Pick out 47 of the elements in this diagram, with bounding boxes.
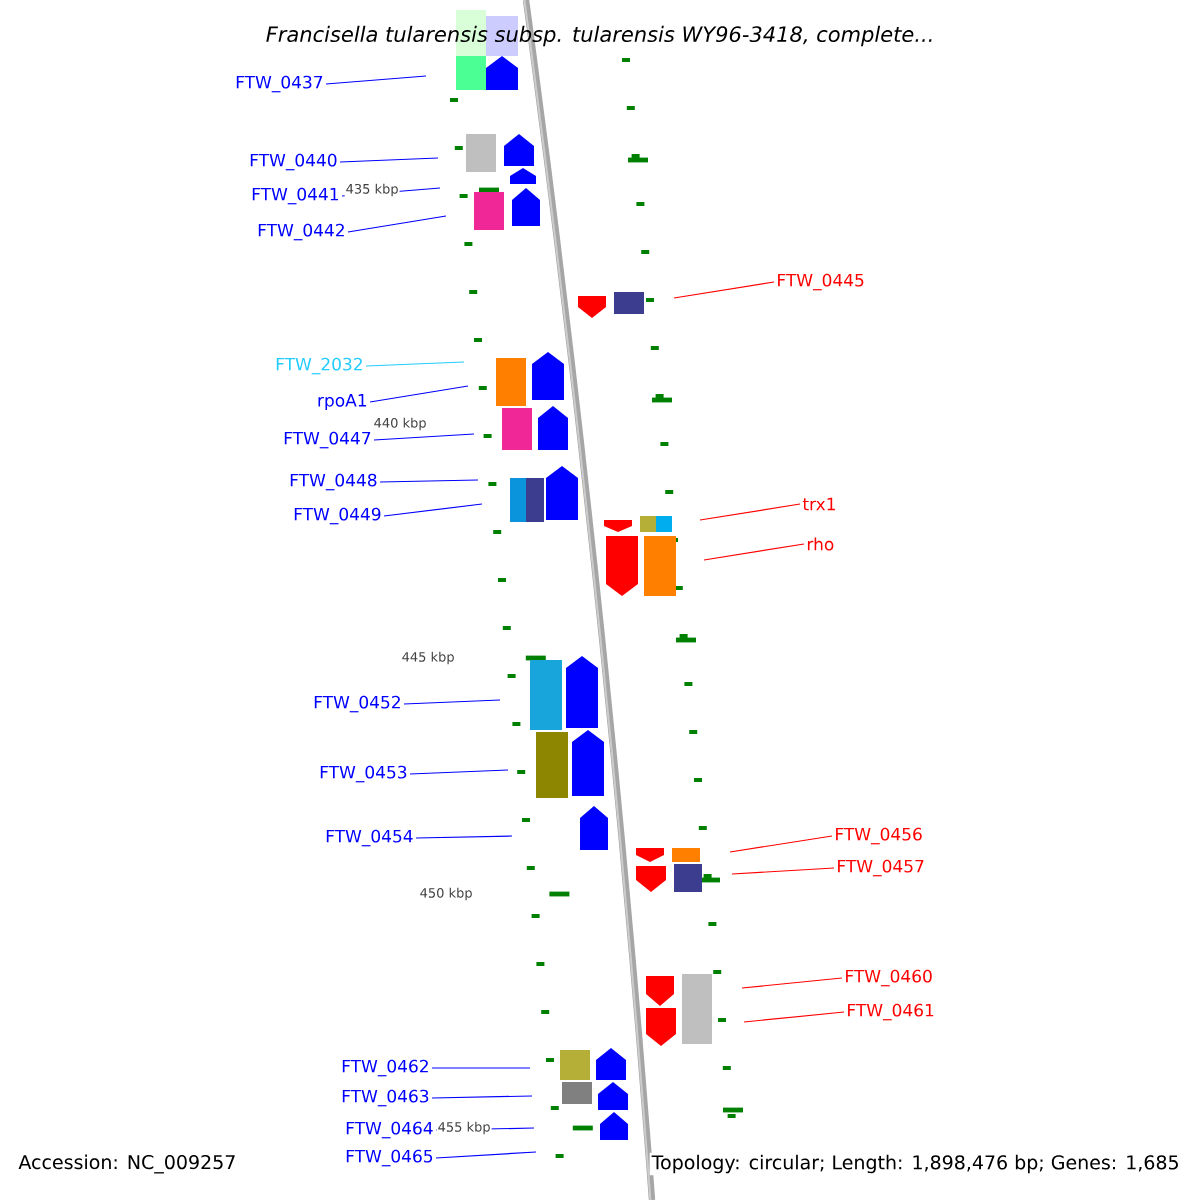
gene-label: FTW_0452 — [314, 695, 400, 713]
gene-label: FTW_2032 — [276, 357, 362, 375]
gene-label: FTW_0445 — [778, 273, 864, 291]
title: Francisella tularensis subsp. tularensis WY96-3418, complete... — [266, 25, 932, 47]
leader-line — [431, 1095, 533, 1099]
gene-label: FTW_0437 — [236, 75, 323, 93]
gene-label: FTW_0463 — [342, 1089, 429, 1107]
gene-label: rpoA1 — [318, 394, 367, 410]
gene-label: FTW_0448 — [290, 473, 377, 491]
leader-line — [731, 867, 835, 875]
gene-label: FTW_0440 — [250, 153, 337, 171]
leader-line — [369, 385, 469, 403]
leader-line — [741, 977, 843, 989]
accession-text: Accession: NC_009257 — [18, 1154, 235, 1174]
gene-label: FTW_0447 — [284, 431, 371, 449]
genome-info-text: Topology: circular; Length: 1,898,476 bp; Genes: 1,685 — [649, 1152, 1182, 1176]
leader-line — [699, 503, 801, 521]
leader-line — [415, 835, 513, 839]
leader-line — [383, 503, 483, 517]
leader-line — [347, 215, 447, 233]
leader-line — [743, 1011, 845, 1023]
leader-line — [431, 1067, 531, 1069]
leader-line — [703, 543, 805, 561]
gene-label: FTW_0460 — [846, 969, 932, 987]
gene-label: FTW_0441 — [252, 187, 339, 205]
gene-label: FTW_0464 — [346, 1121, 433, 1139]
leader-line — [365, 361, 465, 367]
gene-label: FTW_0465 — [346, 1149, 433, 1167]
gene-label: FTW_0449 — [294, 507, 381, 525]
gene-label: FTW_0456 — [836, 827, 922, 845]
leader-line — [435, 1151, 537, 1159]
leader-line — [729, 835, 833, 853]
gene-label: FTW_0454 — [326, 829, 413, 847]
gene-label: FTW_0453 — [320, 765, 407, 783]
gene-label: FTW_0462 — [342, 1059, 428, 1077]
gene-label: FTW_0442 — [258, 223, 344, 241]
gene-label: trx1 — [802, 497, 835, 511]
leader-line — [673, 281, 775, 299]
leader-line — [373, 433, 475, 441]
leader-line — [409, 769, 509, 775]
gene-label: FTW_0461 — [848, 1003, 934, 1021]
gene-label: rho — [807, 537, 834, 551]
leader-line — [379, 479, 479, 483]
leader-line — [325, 75, 427, 85]
leader-line — [403, 699, 501, 705]
gene-label: FTW_0457 — [838, 859, 924, 877]
leader-line — [339, 157, 439, 163]
